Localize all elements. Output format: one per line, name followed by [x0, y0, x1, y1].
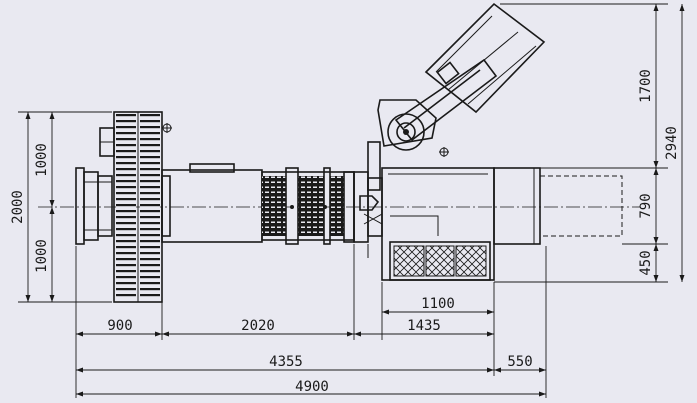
coupling: [353, 141, 383, 243]
dim-450: 450: [638, 250, 654, 275]
ribbed-screen-column: [113, 111, 172, 303]
extension-lines: [18, 3, 668, 398]
dim-1435: 1435: [407, 318, 441, 334]
discharge-housing: [367, 167, 495, 281]
dim-550: 550: [507, 354, 532, 370]
dim-2000: 2000: [10, 190, 26, 224]
main-drum: [161, 163, 263, 243]
dim-4355: 4355: [269, 354, 303, 370]
coil-section: [261, 167, 355, 245]
dim-2020: 2020: [241, 318, 275, 334]
dim-900: 900: [107, 318, 132, 334]
dim-1000-top: 1000: [34, 143, 50, 177]
dim-1100: 1100: [421, 296, 455, 312]
dim-790: 790: [638, 193, 654, 218]
inlet-flange: [75, 167, 113, 245]
dim-4900: 4900: [295, 379, 329, 395]
dim-1000-bottom: 1000: [34, 239, 50, 273]
inclined-hopper: [377, 2, 546, 157]
outlet-duct: [493, 167, 623, 245]
dimension-labels: 2000 1000 1000 1700 790 450 2940 900 202…: [10, 69, 680, 395]
dimension-lines: [25, 3, 685, 397]
dim-1700: 1700: [638, 69, 654, 103]
dim-2940: 2940: [664, 126, 680, 160]
motor-block: [99, 127, 115, 157]
